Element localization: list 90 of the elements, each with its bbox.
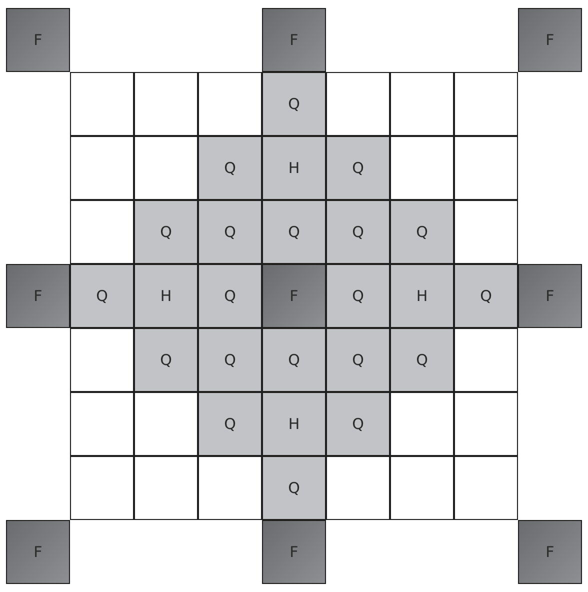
grid-cell bbox=[198, 136, 262, 200]
grid-cell bbox=[326, 264, 390, 328]
grid-cell bbox=[70, 392, 134, 456]
cell-label: Q bbox=[224, 416, 236, 432]
cell-label: Q bbox=[288, 352, 300, 368]
grid-cell bbox=[134, 264, 198, 328]
cell-label: Q bbox=[352, 224, 364, 240]
cell-label: Q bbox=[160, 352, 172, 368]
grid-cell bbox=[70, 72, 134, 136]
grid-cell bbox=[454, 72, 518, 136]
grid-cell bbox=[134, 392, 198, 456]
grid-cell bbox=[454, 136, 518, 200]
cell-label: F bbox=[290, 288, 298, 304]
grid-cell bbox=[454, 392, 518, 456]
cell-label: F bbox=[546, 288, 554, 304]
cell-label: Q bbox=[416, 224, 428, 240]
grid-cell bbox=[518, 8, 582, 72]
grid-cell bbox=[390, 72, 454, 136]
grid-cell bbox=[326, 72, 390, 136]
grid-cell bbox=[390, 264, 454, 328]
grid-cell bbox=[70, 264, 134, 328]
cell-label: F bbox=[290, 544, 298, 560]
grid-cell bbox=[134, 200, 198, 264]
cell-label: F bbox=[34, 544, 42, 560]
grid-cell bbox=[326, 456, 390, 520]
grid-cell bbox=[70, 328, 134, 392]
cell-label: F bbox=[290, 32, 298, 48]
cell-label: Q bbox=[224, 224, 236, 240]
cell-label: Q bbox=[288, 480, 300, 496]
grid-cell bbox=[262, 136, 326, 200]
grid-cell bbox=[262, 8, 326, 72]
grid-cell bbox=[390, 456, 454, 520]
cell-label: Q bbox=[224, 160, 236, 176]
grid-cell bbox=[198, 456, 262, 520]
grid-cell bbox=[262, 264, 326, 328]
cell-label: H bbox=[288, 416, 300, 432]
grid-cell bbox=[262, 200, 326, 264]
grid-cell bbox=[134, 72, 198, 136]
grid-cell bbox=[198, 392, 262, 456]
grid-cell bbox=[262, 72, 326, 136]
grid-cell bbox=[6, 264, 70, 328]
cell-label: Q bbox=[224, 352, 236, 368]
grid-cell bbox=[326, 136, 390, 200]
grid-cell bbox=[70, 136, 134, 200]
grid-cell bbox=[70, 456, 134, 520]
cell-label: Q bbox=[288, 96, 300, 112]
grid-cell bbox=[454, 200, 518, 264]
cell-label: H bbox=[160, 288, 172, 304]
grid-cell bbox=[198, 264, 262, 328]
cell-label: Q bbox=[480, 288, 492, 304]
grid-cell bbox=[198, 72, 262, 136]
grid-cell bbox=[326, 200, 390, 264]
cell-label: F bbox=[34, 32, 42, 48]
grid-cell bbox=[390, 136, 454, 200]
grid-cell bbox=[6, 520, 70, 584]
grid-cell bbox=[454, 264, 518, 328]
grid-cell bbox=[454, 328, 518, 392]
cell-label: Q bbox=[224, 288, 236, 304]
cell-label: Q bbox=[160, 224, 172, 240]
grid-cell bbox=[6, 8, 70, 72]
grid-cell bbox=[390, 392, 454, 456]
grid-cell bbox=[198, 200, 262, 264]
grid-cell bbox=[326, 392, 390, 456]
cell-label: Q bbox=[288, 224, 300, 240]
cell-label: H bbox=[416, 288, 428, 304]
cell-label: Q bbox=[352, 288, 364, 304]
grid-cell bbox=[326, 328, 390, 392]
grid-cell bbox=[518, 520, 582, 584]
grid-cell bbox=[262, 456, 326, 520]
cell-label: F bbox=[34, 288, 42, 304]
grid-cell bbox=[390, 200, 454, 264]
cell-label: Q bbox=[352, 416, 364, 432]
grid-cell bbox=[134, 456, 198, 520]
cell-label: F bbox=[546, 544, 554, 560]
grid-cell bbox=[454, 456, 518, 520]
cell-label: Q bbox=[352, 160, 364, 176]
grid-cell bbox=[262, 328, 326, 392]
grid-cell bbox=[198, 328, 262, 392]
cell-label: Q bbox=[96, 288, 108, 304]
grid-cell bbox=[134, 328, 198, 392]
cell-label: H bbox=[288, 160, 300, 176]
grid-cell bbox=[262, 392, 326, 456]
grid-cell bbox=[518, 264, 582, 328]
cell-label: F bbox=[546, 32, 554, 48]
cell-label: Q bbox=[352, 352, 364, 368]
grid-cell bbox=[134, 136, 198, 200]
grid-cell bbox=[70, 200, 134, 264]
grid-cell bbox=[262, 520, 326, 584]
cell-label: Q bbox=[416, 352, 428, 368]
grid-cell bbox=[390, 328, 454, 392]
